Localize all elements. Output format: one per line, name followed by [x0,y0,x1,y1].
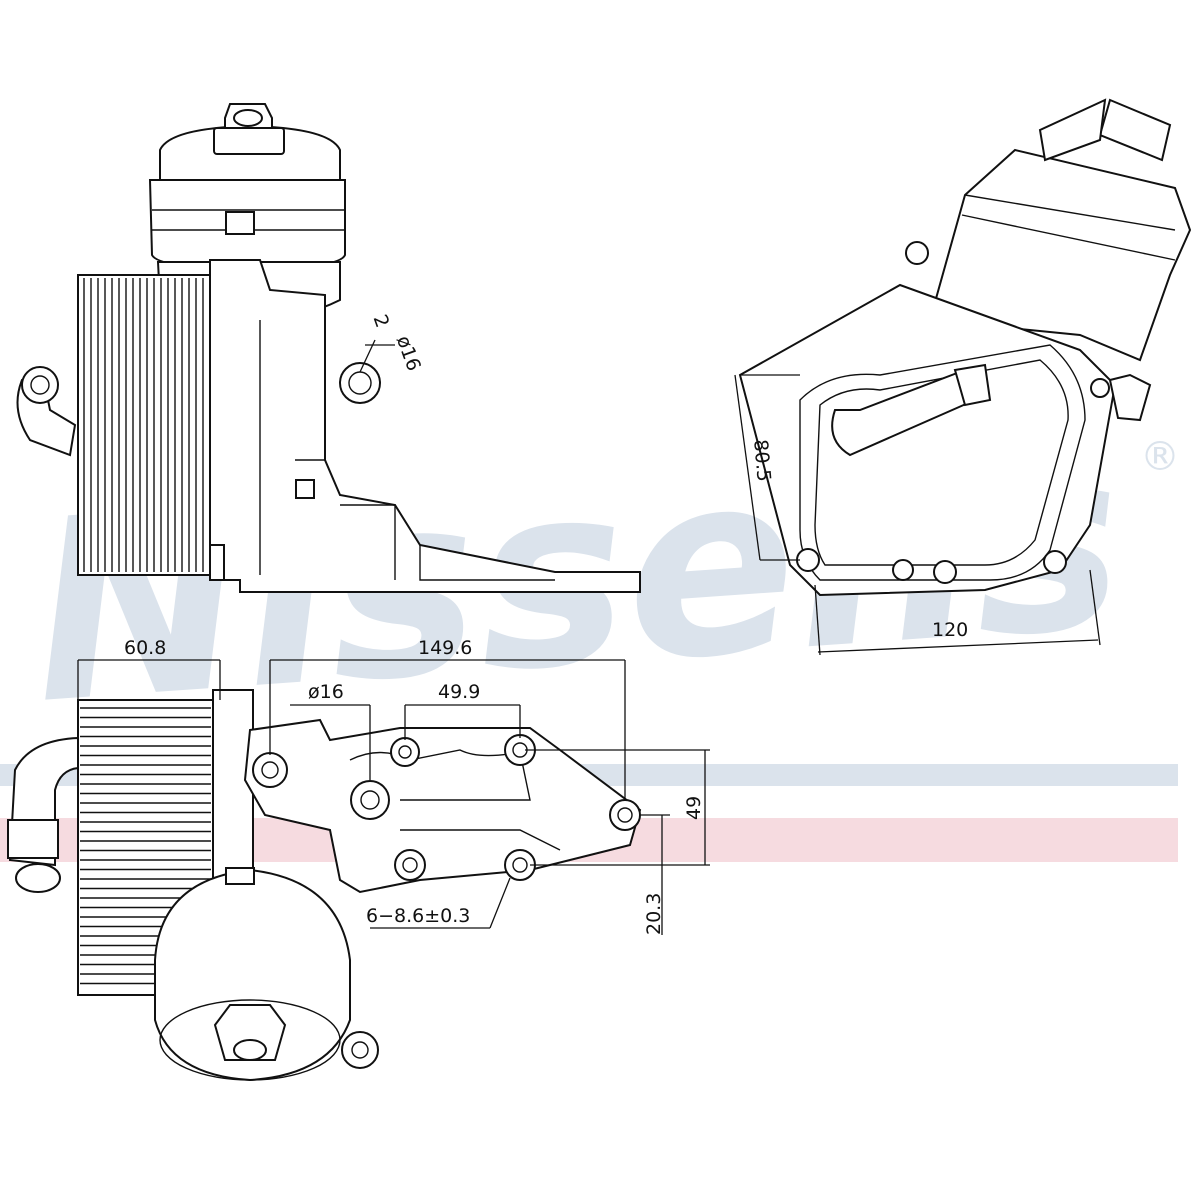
front-inlet-fitting [15,863,61,893]
dim-hole-spacing: 49.9 [438,681,480,703]
dim-height-iso: 80.5 [749,439,775,483]
dim-port-diameter: ø16 [308,681,344,703]
iso-side-fitting [1108,373,1152,422]
dim-width-iso: 120 [932,619,968,641]
iso-base-plate [738,283,1117,597]
dim-pipe-wall: 2 [369,312,394,331]
dim-overall-length: 149.6 [418,637,472,659]
isometric-view: 80.5 120 [734,98,1192,656]
side-port [339,362,381,404]
side-view: 2 ø16 [16,103,641,593]
front-adapter-body [243,718,642,894]
dim-holes: 6−8.6±0.3 [366,905,470,927]
cap-hex-nut-top [233,109,263,127]
outlet-fitting [21,366,59,404]
dim-cooler-width: 60.8 [124,637,166,659]
center-clip [225,211,255,235]
front-filter-housing [154,868,351,1082]
dim-mount-height: 49 [683,796,705,820]
cooler-fins [83,278,204,572]
iso-cap-nut [1098,98,1172,162]
watermark-registered-mark: ® [1140,434,1180,480]
dim-pipe-diameter-top: ø16 [392,333,425,374]
front-view: 60.8 149.6 ø16 49.9 49 20.3 6−8.6±0.3 [7,637,710,1082]
front-cap-nut [213,1004,287,1061]
cooler-fin-stack [77,274,211,576]
dim-offset-height: 20.3 [643,893,665,935]
